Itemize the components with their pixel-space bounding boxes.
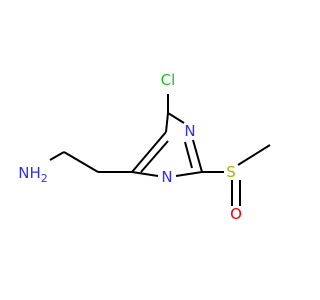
bond-c2-n3 — [175, 171, 203, 177]
molecule-diagram: Cl N N S O NH2 — [18, 71, 271, 223]
atom-label-n-top: N — [184, 122, 195, 140]
atom-label-cl: Cl — [161, 71, 176, 89]
structure-svg: Cl N N S O NH2 — [18, 71, 271, 223]
bond-c4-c5 — [131, 131, 167, 173]
bond-ch2-ch2 — [63, 151, 99, 173]
bond-c6-n1 — [167, 112, 185, 124]
nh2-subscript: 2 — [41, 172, 48, 185]
bond-ch2-nh2 — [49, 151, 65, 161]
bond-n3-c4 — [131, 171, 159, 177]
bond-c4-c5-double — [140, 140, 169, 173]
nh2-main: NH — [18, 164, 41, 182]
atom-label-s: S — [226, 163, 236, 181]
bond-s-methyl — [237, 144, 271, 166]
bond-n1-c2-double — [184, 141, 193, 169]
atom-label-o: O — [230, 205, 242, 223]
bond-n1-c2 — [192, 139, 203, 173]
atom-label-nh2: NH2 — [18, 164, 48, 185]
bond-c5-c6 — [165, 112, 169, 133]
atom-label-n-bottom: N — [161, 168, 172, 186]
